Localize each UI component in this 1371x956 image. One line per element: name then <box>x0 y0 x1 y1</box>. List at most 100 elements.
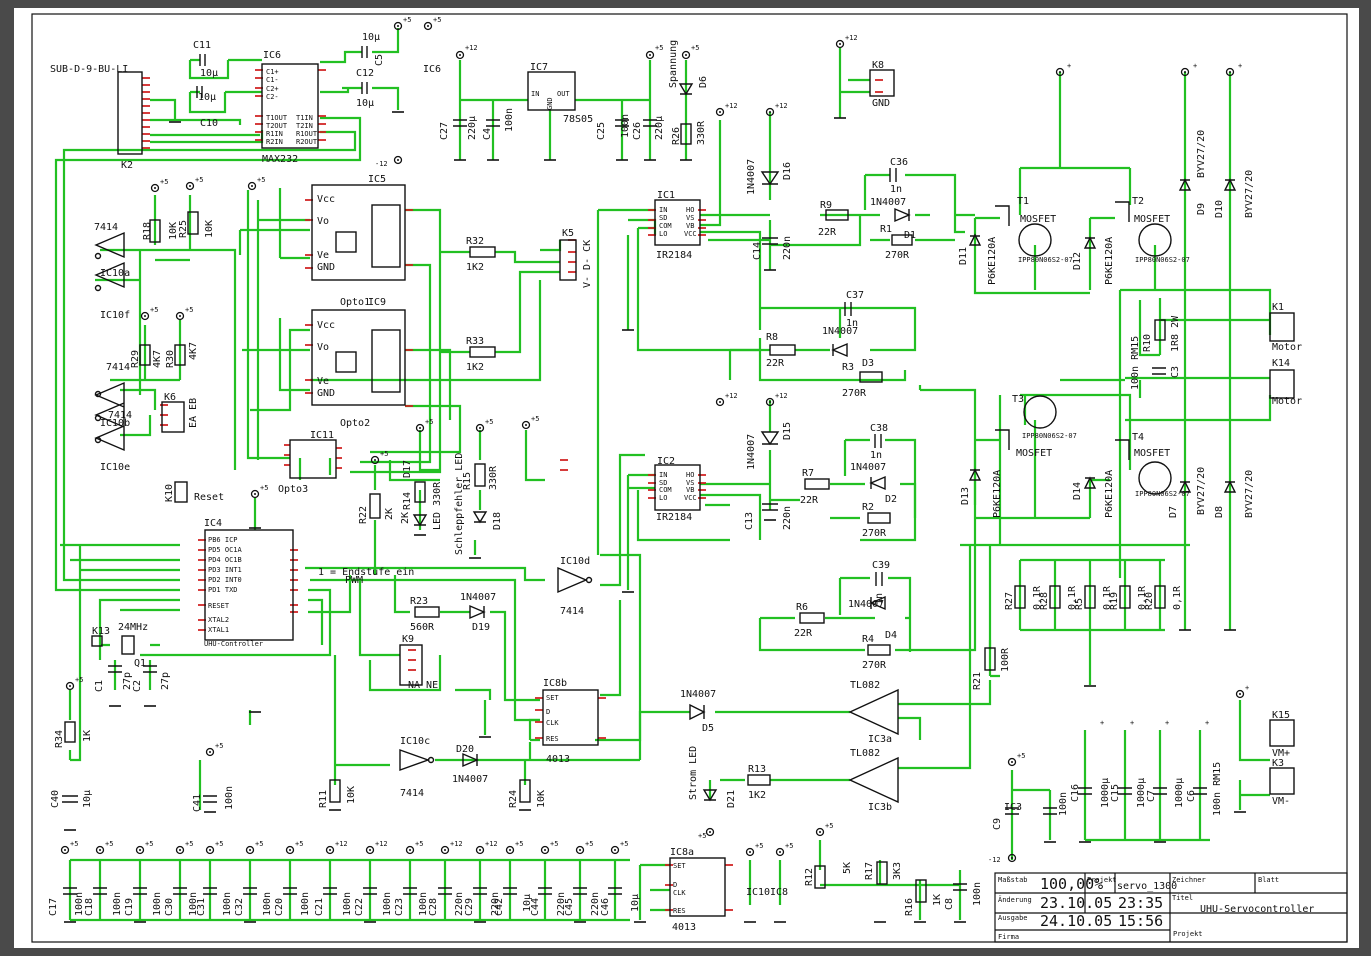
label-text: IC10a <box>100 268 130 279</box>
label-text: 100n <box>382 892 393 916</box>
label-text: T1OUT <box>266 114 288 122</box>
label-text: 220n <box>782 506 793 530</box>
label-text: C8 <box>944 898 955 910</box>
ic4-body <box>204 529 294 641</box>
label-text: + <box>1245 684 1249 692</box>
label-text: +5 <box>698 832 706 840</box>
label-text: 10µ <box>362 32 380 43</box>
ic8b-body <box>542 689 599 746</box>
label-text: GND <box>872 98 890 109</box>
label-text: 1N4007 <box>452 774 488 785</box>
label-text: R23 <box>410 596 428 607</box>
label-text: 1N4007 <box>746 434 757 470</box>
label-text: +5 <box>260 484 268 492</box>
label-text: +5 <box>550 840 558 848</box>
label-text: COM <box>659 222 672 230</box>
label-text: R32 <box>466 236 484 247</box>
label-text: 220µ <box>467 116 478 140</box>
label-text: 1000µ <box>1136 778 1147 808</box>
label-text: R25 <box>178 220 189 238</box>
label-text: 4013 <box>546 754 570 765</box>
label-text: 1N4007 <box>680 689 716 700</box>
component-bodies <box>62 46 1295 917</box>
label-text: C16 <box>1070 784 1081 802</box>
label-text: Ve <box>317 250 329 261</box>
label-text: Blatt <box>1258 876 1279 884</box>
label-text: 1R8 2W <box>1170 315 1181 352</box>
label-text: C41 <box>192 794 203 812</box>
label-text: 1K <box>82 730 93 742</box>
ic5-body <box>311 184 406 281</box>
label-text: C42 <box>494 898 505 916</box>
label-text: Schleppfehler LED <box>454 453 465 555</box>
label-text: C36 <box>890 157 908 168</box>
ic6-part: MAX232 <box>262 154 298 165</box>
label-text: XTAL1 <box>208 626 229 634</box>
label-text: C1- <box>266 76 279 84</box>
label-text: D5 <box>702 723 714 734</box>
opto2-body <box>311 309 406 406</box>
label-text: R29 <box>130 350 141 368</box>
k14-body <box>1269 369 1295 399</box>
label-text: 100n <box>74 892 85 916</box>
label-text: 27p <box>122 672 133 690</box>
ic3b-body <box>848 756 899 804</box>
label-text: 220n <box>454 892 465 916</box>
label-text: + <box>1238 62 1242 70</box>
label-text: + <box>1130 719 1134 727</box>
label-text: XTAL2 <box>208 616 229 624</box>
label-text: D17 <box>402 460 413 478</box>
label-text: 1N4007 <box>870 197 906 208</box>
label-text: 1 = Endstufe ein <box>318 567 414 578</box>
label-text: R1 <box>880 224 892 235</box>
label-text: T2OUT <box>266 122 288 130</box>
label-text: BYV27/20 <box>1196 130 1207 178</box>
label-text: Opto1 <box>340 297 370 308</box>
label-text: +5 <box>195 176 203 184</box>
label-text: +5 <box>150 306 158 314</box>
label-text: K1 <box>1272 302 1284 313</box>
label-text: K8 <box>872 60 884 71</box>
label-text: R27 <box>1004 592 1015 610</box>
label-text: 10K <box>536 790 547 808</box>
label-text: D10 <box>1214 200 1225 218</box>
label-text: C32 <box>234 898 245 916</box>
label-text: 1000µ <box>1174 778 1185 808</box>
label-text: 220n <box>590 892 601 916</box>
label-text: D11 <box>958 247 969 265</box>
ic3a-body <box>848 688 899 736</box>
label-text: 100n <box>112 892 123 916</box>
label-text: R5 <box>1074 598 1085 610</box>
label-text: VCC <box>684 494 697 502</box>
label-text: OUT <box>557 90 570 98</box>
label-text: 1K <box>932 894 943 906</box>
label-text: R2IN <box>266 138 283 146</box>
k2-ref-label: K2 <box>121 160 133 171</box>
label-text: R2 <box>862 502 874 513</box>
label-text: C30 <box>164 898 175 916</box>
label-text: MOSFET <box>1016 448 1052 459</box>
t3-body <box>1023 395 1057 429</box>
label-text: TL082 <box>850 680 880 691</box>
label-text: R2OUT <box>296 138 318 146</box>
k5-body <box>559 239 577 281</box>
label-text: T1 <box>1017 196 1029 207</box>
label-text: C3 <box>1170 366 1181 378</box>
label-text: 220n <box>556 892 567 916</box>
label-text: 1N4007 <box>822 326 858 337</box>
label-text: 270R <box>885 250 910 261</box>
label-text: R33 <box>466 336 484 347</box>
label-text: IC3 <box>1004 802 1022 813</box>
label-text: 7414 <box>560 606 584 617</box>
label-text: R17 <box>864 862 875 880</box>
label-text: D <box>673 881 677 889</box>
label-text: R1OUT <box>296 130 318 138</box>
label-text: +12 <box>845 34 858 42</box>
label-text: 270R <box>862 660 887 671</box>
label-text: +5 <box>531 415 539 423</box>
ic2-body <box>654 464 701 511</box>
label-text: P6KE120A <box>1104 237 1115 285</box>
label-text: -12 <box>988 856 1001 864</box>
label-text: D14 <box>1072 482 1083 500</box>
label-text: D2 <box>885 494 897 505</box>
